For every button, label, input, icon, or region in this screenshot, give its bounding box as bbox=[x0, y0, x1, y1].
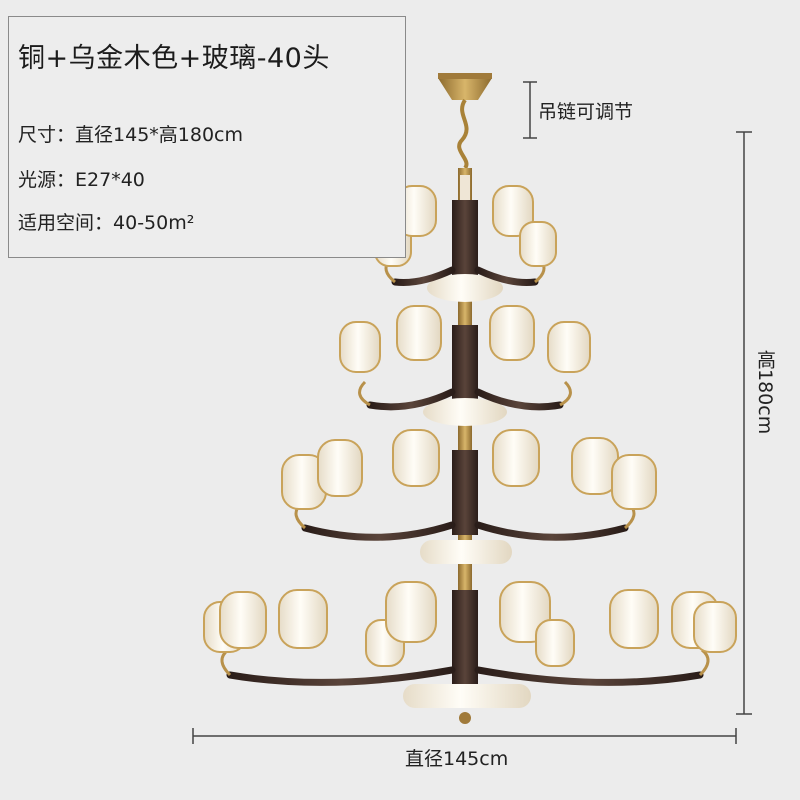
chain-dimension-bracket bbox=[523, 81, 537, 139]
spec-space-value: 40-50m² bbox=[113, 212, 195, 234]
height-dimension-line bbox=[736, 131, 752, 715]
height-label: 高180cm bbox=[754, 350, 776, 435]
spec-light-label: 光源： bbox=[18, 169, 76, 191]
spec-light-value: E27*40 bbox=[75, 169, 145, 191]
spec-panel bbox=[8, 16, 406, 258]
chain-label: 吊链可调节 bbox=[538, 101, 634, 123]
spec-space: 适用空间：40-50m² bbox=[18, 208, 194, 235]
spec-space-label: 适用空间： bbox=[18, 212, 114, 234]
spec-size: 尺寸：直径145*高180cm bbox=[18, 120, 243, 147]
diameter-dimension-line bbox=[192, 728, 737, 744]
spec-size-label: 尺寸： bbox=[18, 124, 76, 146]
product-title: 铜+乌金木色+玻璃-40头 bbox=[18, 43, 330, 74]
spec-size-value: 直径145*高180cm bbox=[75, 124, 244, 146]
chandelier bbox=[203, 73, 737, 724]
diameter-label: 直径145cm bbox=[405, 748, 509, 770]
spec-light-source: 光源：E27*40 bbox=[18, 165, 145, 192]
